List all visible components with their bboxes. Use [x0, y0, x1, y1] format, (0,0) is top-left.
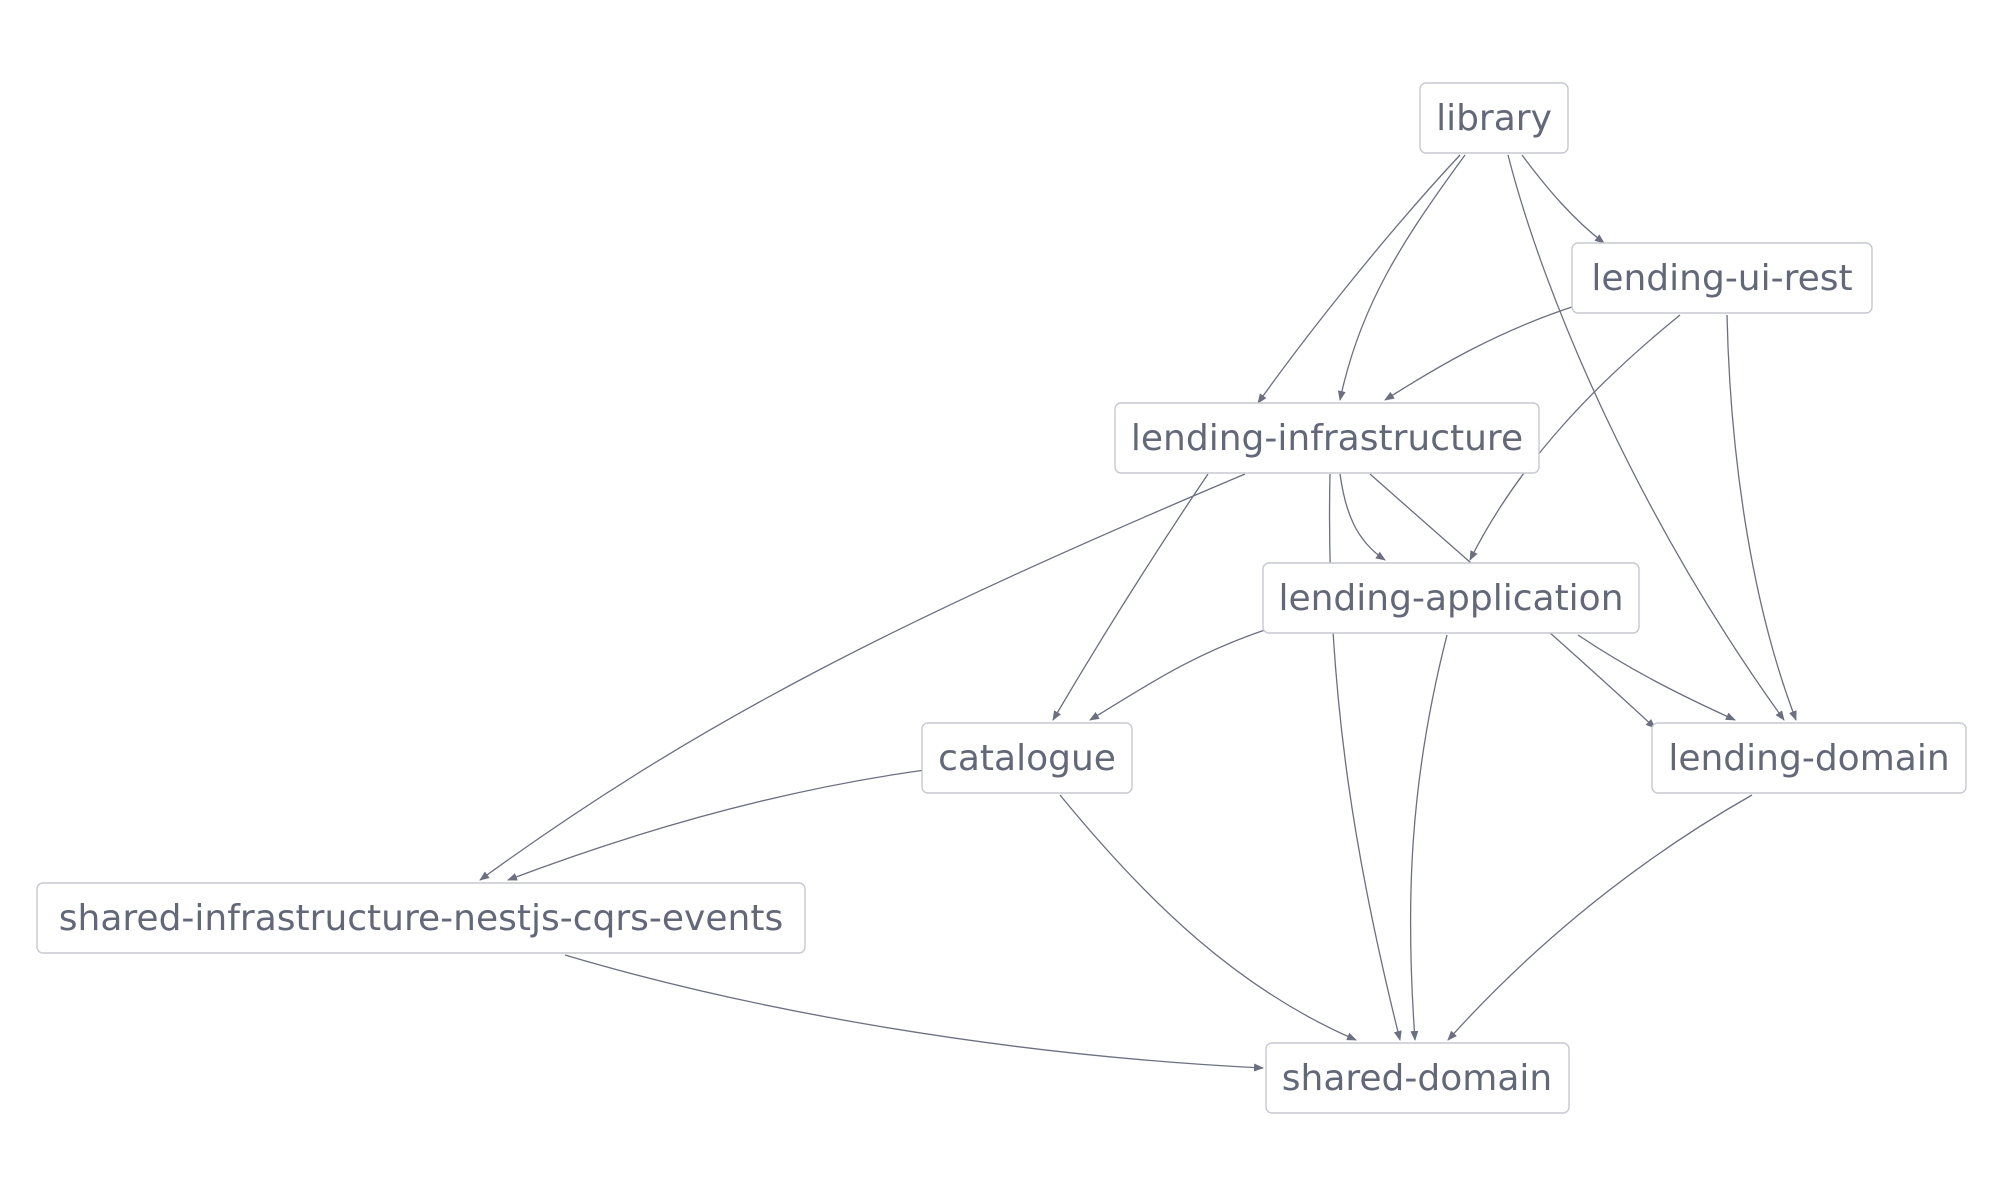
node-library-box — [1419, 82, 1569, 154]
node-shared-infrastructure-nestjs-cqrs-events-box — [36, 882, 806, 954]
node-shared-infrastructure-nestjs-cqrs-events[interactable]: shared-infrastructure-nestjs-cqrs-events — [36, 882, 806, 954]
node-lending-ui-rest-box — [1571, 242, 1873, 314]
node-lending-domain[interactable]: lending-domain — [1651, 722, 1967, 794]
edge-lending-application-to-catalogue — [1089, 629, 1266, 721]
node-lending-domain-box — [1651, 722, 1967, 794]
edge-lending-application-to-lending-domain — [1577, 634, 1736, 721]
edge-library-to-lending-infrastructure — [1337, 154, 1466, 401]
node-shared-domain[interactable]: shared-domain — [1265, 1042, 1570, 1114]
node-catalogue[interactable]: catalogue — [921, 722, 1133, 794]
edge-lending-infrastructure-to-catalogue — [1052, 473, 1209, 721]
edge-lending-domain-to-shared-domain — [1447, 794, 1753, 1041]
edge-lending-ui-rest-to-lending-infrastructure — [1384, 304, 1579, 401]
edge-library-to-lending-ui-rest — [1521, 154, 1605, 244]
node-shared-domain-label: shared-domain — [1282, 1058, 1552, 1099]
node-catalogue-box — [921, 722, 1133, 794]
node-catalogue-label: catalogue — [938, 738, 1116, 779]
node-library-label: library — [1436, 98, 1552, 139]
node-lending-ui-rest[interactable]: lending-ui-rest — [1571, 242, 1873, 314]
node-shared-domain-box — [1265, 1042, 1570, 1114]
edge-lending-ui-rest-to-lending-domain — [1726, 314, 1797, 721]
node-lending-application-label: lending-application — [1278, 578, 1623, 619]
node-lending-ui-rest-label: lending-ui-rest — [1591, 258, 1852, 299]
node-lending-infrastructure[interactable]: lending-infrastructure — [1114, 402, 1540, 474]
edge-lending-application-to-shared-domain — [1409, 634, 1448, 1041]
edge-lending-infrastructure-to-lending-application — [1339, 473, 1386, 561]
edge-catalogue-to-shared-infrastructure-nestjs-cqrs-events — [507, 769, 926, 881]
edge-lending-infrastructure-to-shared-domain — [1328, 473, 1402, 1041]
node-lending-domain-label: lending-domain — [1668, 738, 1949, 779]
node-library[interactable]: library — [1419, 82, 1569, 154]
node-lending-infrastructure-label: lending-infrastructure — [1131, 418, 1523, 459]
nodes-layer: library lending-ui-rest lending-infrastr… — [36, 82, 1967, 1114]
edge-lending-ui-rest-to-lending-application — [1469, 314, 1681, 561]
node-lending-application[interactable]: lending-application — [1262, 562, 1640, 634]
edge-catalogue-to-shared-domain — [1059, 794, 1357, 1041]
edge-lending-infrastructure-to-shared-infrastructure-nestjs-cqrs-events — [479, 473, 1246, 881]
node-lending-infrastructure-box — [1114, 402, 1540, 474]
edge-library-to-lending-application — [1257, 154, 1461, 404]
node-lending-application-box — [1262, 562, 1640, 634]
edge-library-to-lending-domain — [1507, 154, 1785, 721]
edge-shared-infrastructure-nestjs-cqrs-events-to-shared-domain — [564, 954, 1264, 1072]
node-shared-infrastructure-nestjs-cqrs-events-label: shared-infrastructure-nestjs-cqrs-events — [59, 898, 783, 939]
